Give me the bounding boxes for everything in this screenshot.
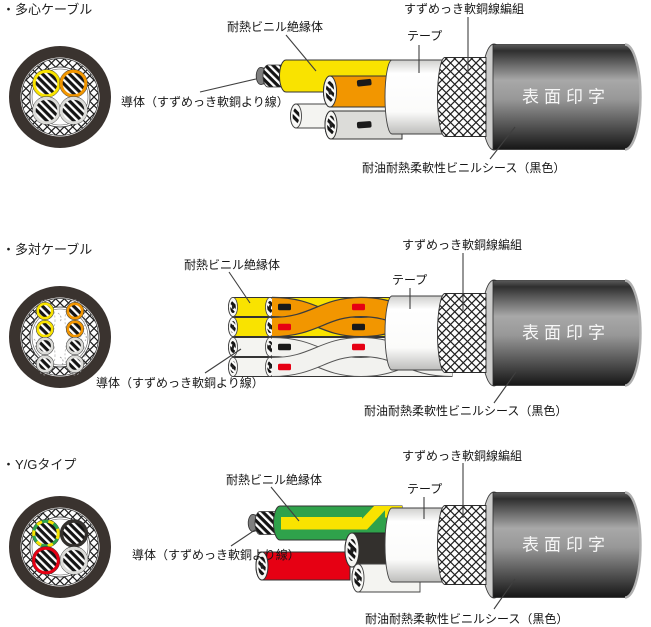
section-title: ・多心ケーブル bbox=[2, 2, 92, 17]
leader-conductor bbox=[204, 348, 242, 374]
label-insulation: 耐熱ビニル絶縁体 bbox=[184, 257, 280, 272]
pair-white-left bbox=[35, 336, 55, 374]
cross-section-multipair bbox=[8, 285, 112, 389]
section-title: ・Y/Gタイプ bbox=[2, 457, 76, 472]
section-title: ・多対ケーブル bbox=[2, 242, 92, 257]
section-multicore: ・多心ケーブル bbox=[2, 1, 642, 175]
wire-red bbox=[255, 551, 351, 581]
cross-section-base bbox=[8, 495, 112, 599]
leader-insulation bbox=[270, 486, 300, 522]
leader-insulation bbox=[285, 34, 317, 72]
label-insulation: 耐熱ビニル絶縁体 bbox=[226, 472, 322, 487]
label-conductor: 導体（すずめっき軟銅より線） bbox=[121, 94, 289, 109]
pair-white-right bbox=[65, 336, 85, 374]
core-white bbox=[32, 96, 61, 125]
surface-print-label: 表面印字 bbox=[522, 536, 610, 555]
label-tape: テープ bbox=[407, 482, 442, 496]
cross-section-multicore bbox=[8, 45, 112, 149]
label-insulation: 耐熱ビニル絶縁体 bbox=[227, 19, 323, 34]
leader-insulation bbox=[228, 271, 251, 304]
label-conductor: 導体（すずめっき軟銅より線） bbox=[96, 375, 264, 390]
leader-sheath bbox=[493, 578, 516, 610]
cross-section-base bbox=[8, 285, 112, 389]
section-multipair: ・多対ケーブル bbox=[2, 237, 642, 418]
cross-section-yg bbox=[8, 495, 112, 599]
label-sheath: 耐油耐熱柔軟性ビニルシース（黒色） bbox=[362, 160, 565, 175]
label-sheath: 耐油耐熱柔軟性ビニルシース（黒色） bbox=[365, 611, 568, 626]
leader-conductor bbox=[230, 529, 256, 547]
cutaway-yg bbox=[247, 505, 421, 593]
yellow-stripe-spiral bbox=[352, 506, 389, 530]
pair-orange bbox=[65, 301, 85, 339]
leader-conductor bbox=[199, 78, 257, 93]
core-green-yellow bbox=[31, 519, 61, 548]
filler-threads bbox=[33, 312, 87, 366]
label-braid: すずめっき軟銅線編組 bbox=[402, 448, 522, 463]
surface-print-label: 表面印字 bbox=[522, 324, 610, 343]
band-mark-black bbox=[356, 78, 372, 87]
core-black bbox=[59, 519, 89, 548]
section-yg-type: ・Y/Gタイプ bbox=[2, 448, 642, 626]
wire-gray bbox=[324, 110, 403, 140]
label-sheath: 耐油耐熱柔軟性ビニルシース（黒色） bbox=[364, 403, 567, 418]
leader-sheath bbox=[493, 371, 517, 404]
cross-section-base bbox=[8, 45, 112, 149]
yellow-stripe bbox=[281, 517, 362, 530]
cutaway-multicore bbox=[255, 59, 403, 140]
label-conductor: 導体（すずめっき軟銅より線） bbox=[132, 547, 300, 562]
label-braid: すずめっき軟銅線編組 bbox=[402, 237, 522, 252]
core-white bbox=[59, 546, 89, 575]
leader-sheath bbox=[489, 126, 516, 160]
core-orange bbox=[59, 69, 88, 98]
core-white bbox=[59, 96, 88, 125]
label-braid: すずめっき軟銅線編組 bbox=[404, 1, 524, 16]
wire-orange bbox=[323, 75, 403, 108]
surface-print-label: 表面印字 bbox=[522, 88, 610, 107]
core-red bbox=[31, 546, 61, 575]
core-yellow bbox=[32, 69, 61, 98]
label-tape: テープ bbox=[407, 29, 442, 43]
label-tape: テープ bbox=[392, 273, 427, 287]
band-mark-black bbox=[356, 121, 372, 129]
wire-green-yellow bbox=[247, 505, 403, 541]
